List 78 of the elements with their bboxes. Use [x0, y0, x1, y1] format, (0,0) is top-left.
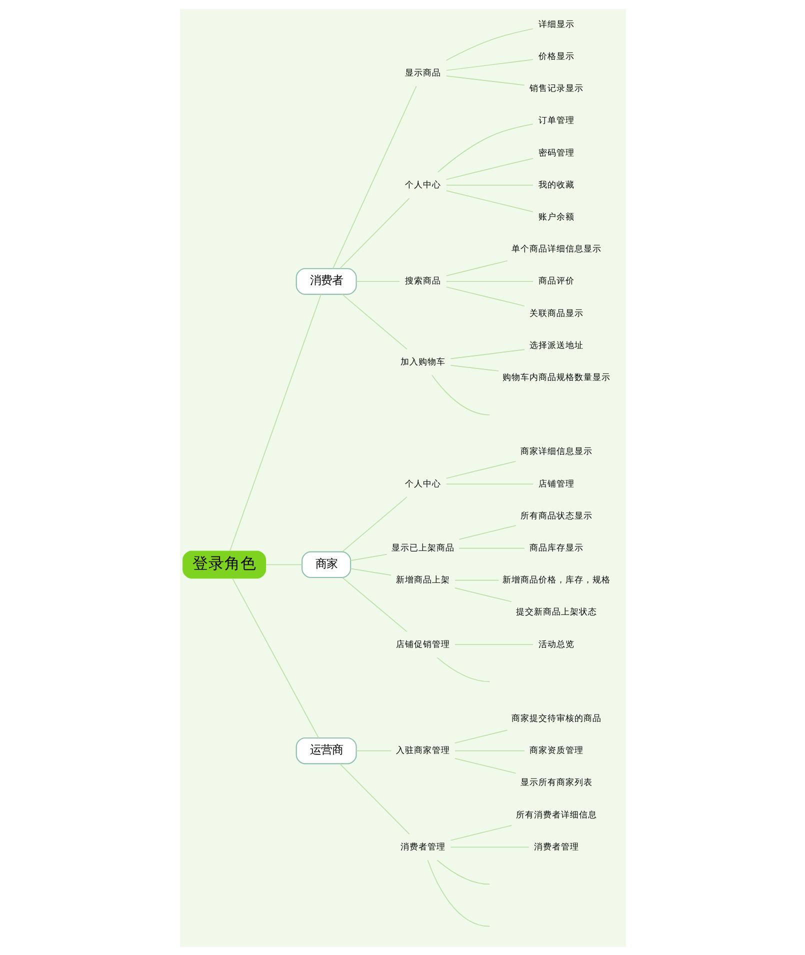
connector — [454, 579, 499, 580]
connector — [450, 824, 512, 840]
connector — [445, 190, 533, 212]
node-text: 加入购物车 — [400, 356, 445, 367]
node-text: 价格显示 — [538, 52, 574, 62]
node-box: 消费者 — [295, 268, 356, 294]
node-text: 密码管理 — [538, 148, 574, 158]
node-text: 单个商品详细信息显示 — [510, 244, 601, 254]
node-text: 所有消费者详细信息 — [515, 810, 596, 820]
node-box: 商家 — [301, 550, 351, 578]
connector — [450, 846, 529, 848]
node-text: 新增商品价格，库存，规格 — [502, 575, 610, 586]
connector — [436, 123, 533, 172]
connector — [332, 85, 416, 268]
node-text: 账户余额 — [538, 212, 574, 222]
node-text: 商品评价 — [538, 276, 574, 286]
connector — [454, 587, 512, 602]
connector — [426, 859, 490, 926]
node-text: 购物车内商品规格数量显示 — [502, 372, 610, 382]
connector — [445, 184, 533, 186]
node-box: 登录角色 — [182, 550, 266, 578]
connector — [445, 58, 533, 70]
connector — [445, 483, 533, 484]
node-text: 消费者管理 — [533, 842, 578, 852]
connector — [445, 74, 524, 86]
connector — [436, 656, 490, 682]
connector — [454, 750, 525, 751]
node-text: 商家资质管理 — [528, 746, 583, 756]
node-text: 商品库存显示 — [528, 542, 583, 553]
node-text: 销售记录显示 — [528, 84, 583, 94]
connector — [445, 157, 533, 180]
node-text: 所有商品状态显示 — [520, 510, 592, 521]
connector — [431, 374, 490, 415]
node-text: 个人中心 — [404, 478, 440, 489]
connector — [228, 293, 321, 551]
node-text: 订单管理 — [538, 116, 574, 126]
connector — [454, 758, 516, 774]
node-text: 消费者管理 — [400, 842, 445, 852]
connector — [341, 294, 407, 350]
connector — [355, 280, 400, 282]
connector — [458, 524, 516, 540]
node-text: 个人中心 — [404, 180, 440, 190]
node-text: 显示所有商家列表 — [520, 778, 592, 788]
node-text: 详细显示 — [538, 19, 574, 30]
connector — [454, 729, 508, 743]
node-text: 新增商品上架 — [395, 575, 450, 586]
connector — [445, 28, 533, 60]
node-text: 我的收藏 — [538, 180, 574, 190]
node-text: 选择派送地址 — [528, 340, 583, 350]
node-text: 活动总览 — [538, 639, 574, 650]
connector — [436, 859, 490, 884]
connector — [350, 553, 387, 561]
connector — [445, 460, 516, 478]
connector — [445, 280, 533, 282]
connector — [342, 576, 407, 632]
connector — [355, 750, 392, 751]
node-text: 显示商品 — [404, 68, 440, 78]
node-text: 入驻商家管理 — [395, 746, 450, 756]
connector — [450, 348, 524, 359]
connector — [445, 286, 524, 306]
node-text: 关联商品显示 — [528, 308, 583, 318]
connector — [338, 197, 410, 268]
node-text: 提交新商品上架状态 — [515, 607, 596, 618]
node-text: 商家详细信息显示 — [520, 446, 592, 457]
connector — [445, 260, 508, 276]
connector — [232, 577, 319, 738]
node-text: 显示已上架商品 — [390, 542, 454, 553]
node-text: 商家提交待审核的商品 — [510, 713, 601, 724]
connector — [341, 496, 407, 552]
connector — [458, 547, 524, 548]
node-text: 搜索商品 — [404, 276, 440, 286]
connector — [350, 568, 392, 576]
connector — [450, 364, 499, 371]
connector — [338, 762, 410, 834]
node-box: 运营商 — [295, 736, 356, 764]
connector — [265, 564, 302, 565]
node-text: 店铺促销管理 — [395, 639, 450, 650]
node-text: 店铺管理 — [538, 478, 574, 489]
